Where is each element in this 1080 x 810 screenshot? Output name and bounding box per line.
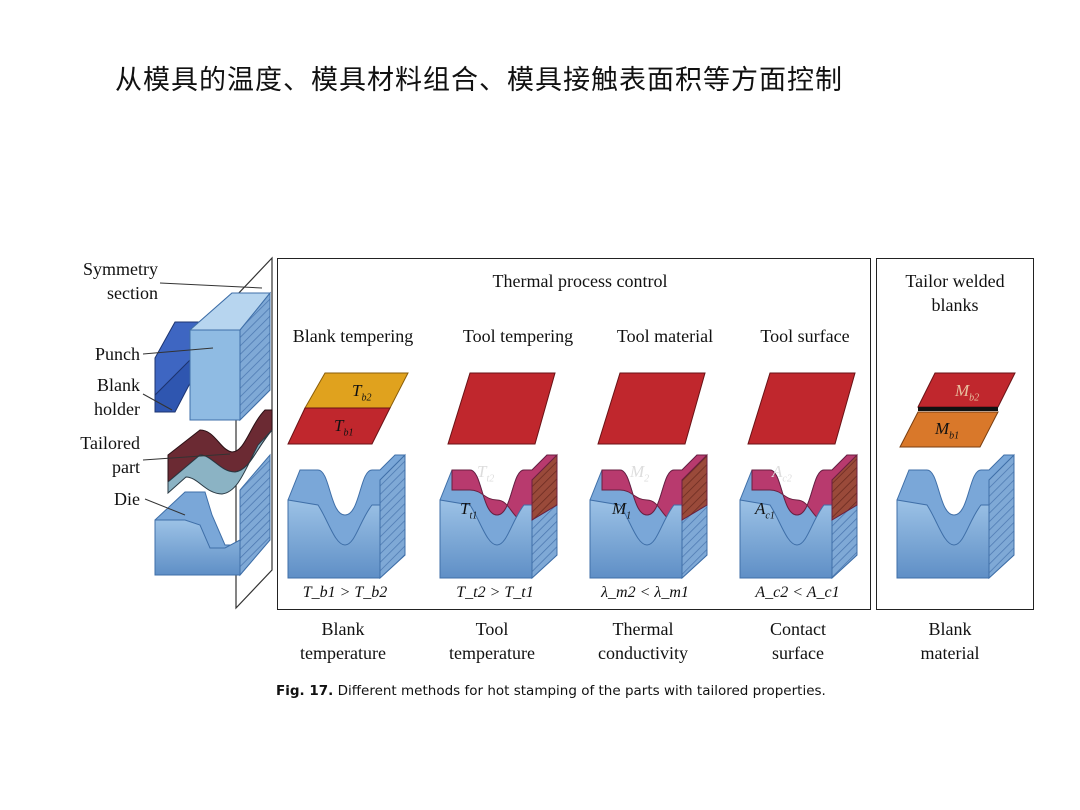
zone-label: Mb1 xyxy=(935,419,960,442)
caption-label: Fig. 17. xyxy=(276,683,334,699)
exploded-assembly xyxy=(142,256,273,610)
column-blank-tempering xyxy=(287,372,409,580)
relation-tool-temp: T_t2 > T_t1 xyxy=(456,584,534,601)
col-header-tool-tempering: Tool tempering xyxy=(462,326,574,346)
blank-plate xyxy=(747,372,856,445)
column-tool-surface xyxy=(739,372,858,580)
col-header-blank-tempering: Blank tempering xyxy=(292,326,414,346)
column-tool-tempering xyxy=(439,372,558,580)
die-label: Die xyxy=(114,489,140,509)
caption-text: Different methods for hot stamping of th… xyxy=(337,683,826,699)
thermal-process-frame xyxy=(277,258,871,610)
tailor-welded-frame xyxy=(876,258,1034,610)
blank-holder-label: Blank holder xyxy=(94,375,140,419)
tool-upper-zone xyxy=(601,454,708,521)
tailored-part-label: Tailored part xyxy=(80,433,140,477)
figure-caption: Fig. 17. Different methods for hot stamp… xyxy=(276,683,826,699)
tool-upper-zone xyxy=(451,454,558,521)
relation-conductivity: λ_m2 < λ_m1 xyxy=(601,584,689,601)
column-tailor-welded xyxy=(896,372,1016,580)
zone-label: Tb2 xyxy=(352,381,372,404)
col-header-tool-surface: Tool surface xyxy=(760,326,850,346)
zone-label: Ac2 xyxy=(772,462,792,485)
zone-label: Tb1 xyxy=(334,416,354,439)
blank-plate xyxy=(597,372,706,445)
blank-bottom-zone xyxy=(287,407,391,445)
zone-label: Mb2 xyxy=(955,381,980,404)
punch-label: Punch xyxy=(95,344,140,364)
relation-blank-temp: T_b1 > T_b2 xyxy=(302,584,388,601)
zone-label: M2 xyxy=(630,462,650,485)
symmetry-section-label: Symmetry section xyxy=(83,259,158,303)
tailor-welded-title: Tailor welded blanks xyxy=(905,271,1005,315)
slide-title: 从模具的温度、模具材料组合、模具接触表面积等方面控制 xyxy=(115,65,843,96)
relation-contact-surface: A_c2 < A_c1 xyxy=(755,584,840,601)
column-tool-material xyxy=(589,372,708,580)
blank-plate xyxy=(447,372,556,445)
zone-label: Ac1 xyxy=(755,499,775,522)
col-header-tool-material: Tool material xyxy=(616,326,714,346)
zone-label: Tt1 xyxy=(460,499,478,522)
blank-bottom-zone xyxy=(899,411,999,448)
tool-upper-zone xyxy=(751,454,858,521)
zone-label: M1 xyxy=(612,499,632,522)
thermal-process-title: Thermal process control xyxy=(492,271,668,291)
zone-label: Tt2 xyxy=(477,462,495,485)
